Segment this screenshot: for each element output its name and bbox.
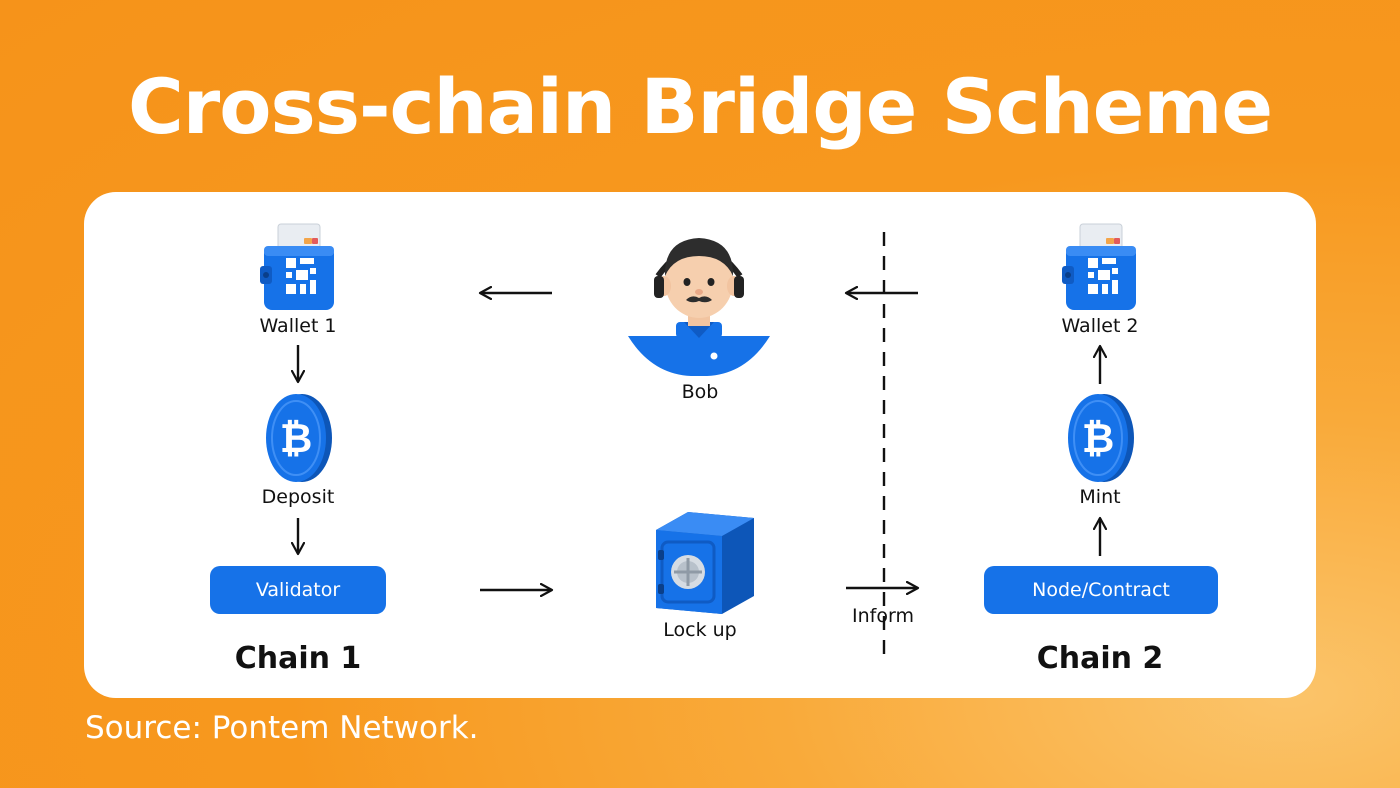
node-contract-button[interactable]: Node/Contract [984,566,1218,614]
validator-button[interactable]: Validator [210,566,386,614]
node-contract-label: Node/Contract [1032,579,1170,601]
wallet-2-label: Wallet 2 [1061,315,1139,337]
chain-1-label: Chain 1 [234,641,362,676]
bitcoin-coin-icon: ₿ [266,394,332,482]
svg-text:₿: ₿ [280,416,313,462]
wallet-icon [260,223,334,310]
diagram-connectors [84,232,1316,660]
deposit-label: Deposit [261,486,335,508]
bob-label: Bob [681,381,719,403]
mint-label: Mint [1079,486,1121,508]
page-title: Cross-chain Bridge Scheme [128,62,1273,151]
safe-icon [656,512,754,614]
bitcoin-coin-icon: ₿ [1068,394,1134,482]
inform-label: Inform [852,605,914,627]
bob-avatar-icon [628,238,770,376]
chain-2-label: Chain 2 [1036,641,1164,676]
validator-label: Validator [255,579,341,601]
wallet-1-label: Wallet 1 [259,315,337,337]
diagram-card: Wallet 1 ₿ Deposit Validator Chain 1 [84,192,1316,698]
source-caption: Source: Pontem Network. [85,710,479,746]
lock-up-label: Lock up [663,619,737,641]
svg-text:₿: ₿ [1082,416,1115,462]
wallet-icon [1062,223,1136,310]
